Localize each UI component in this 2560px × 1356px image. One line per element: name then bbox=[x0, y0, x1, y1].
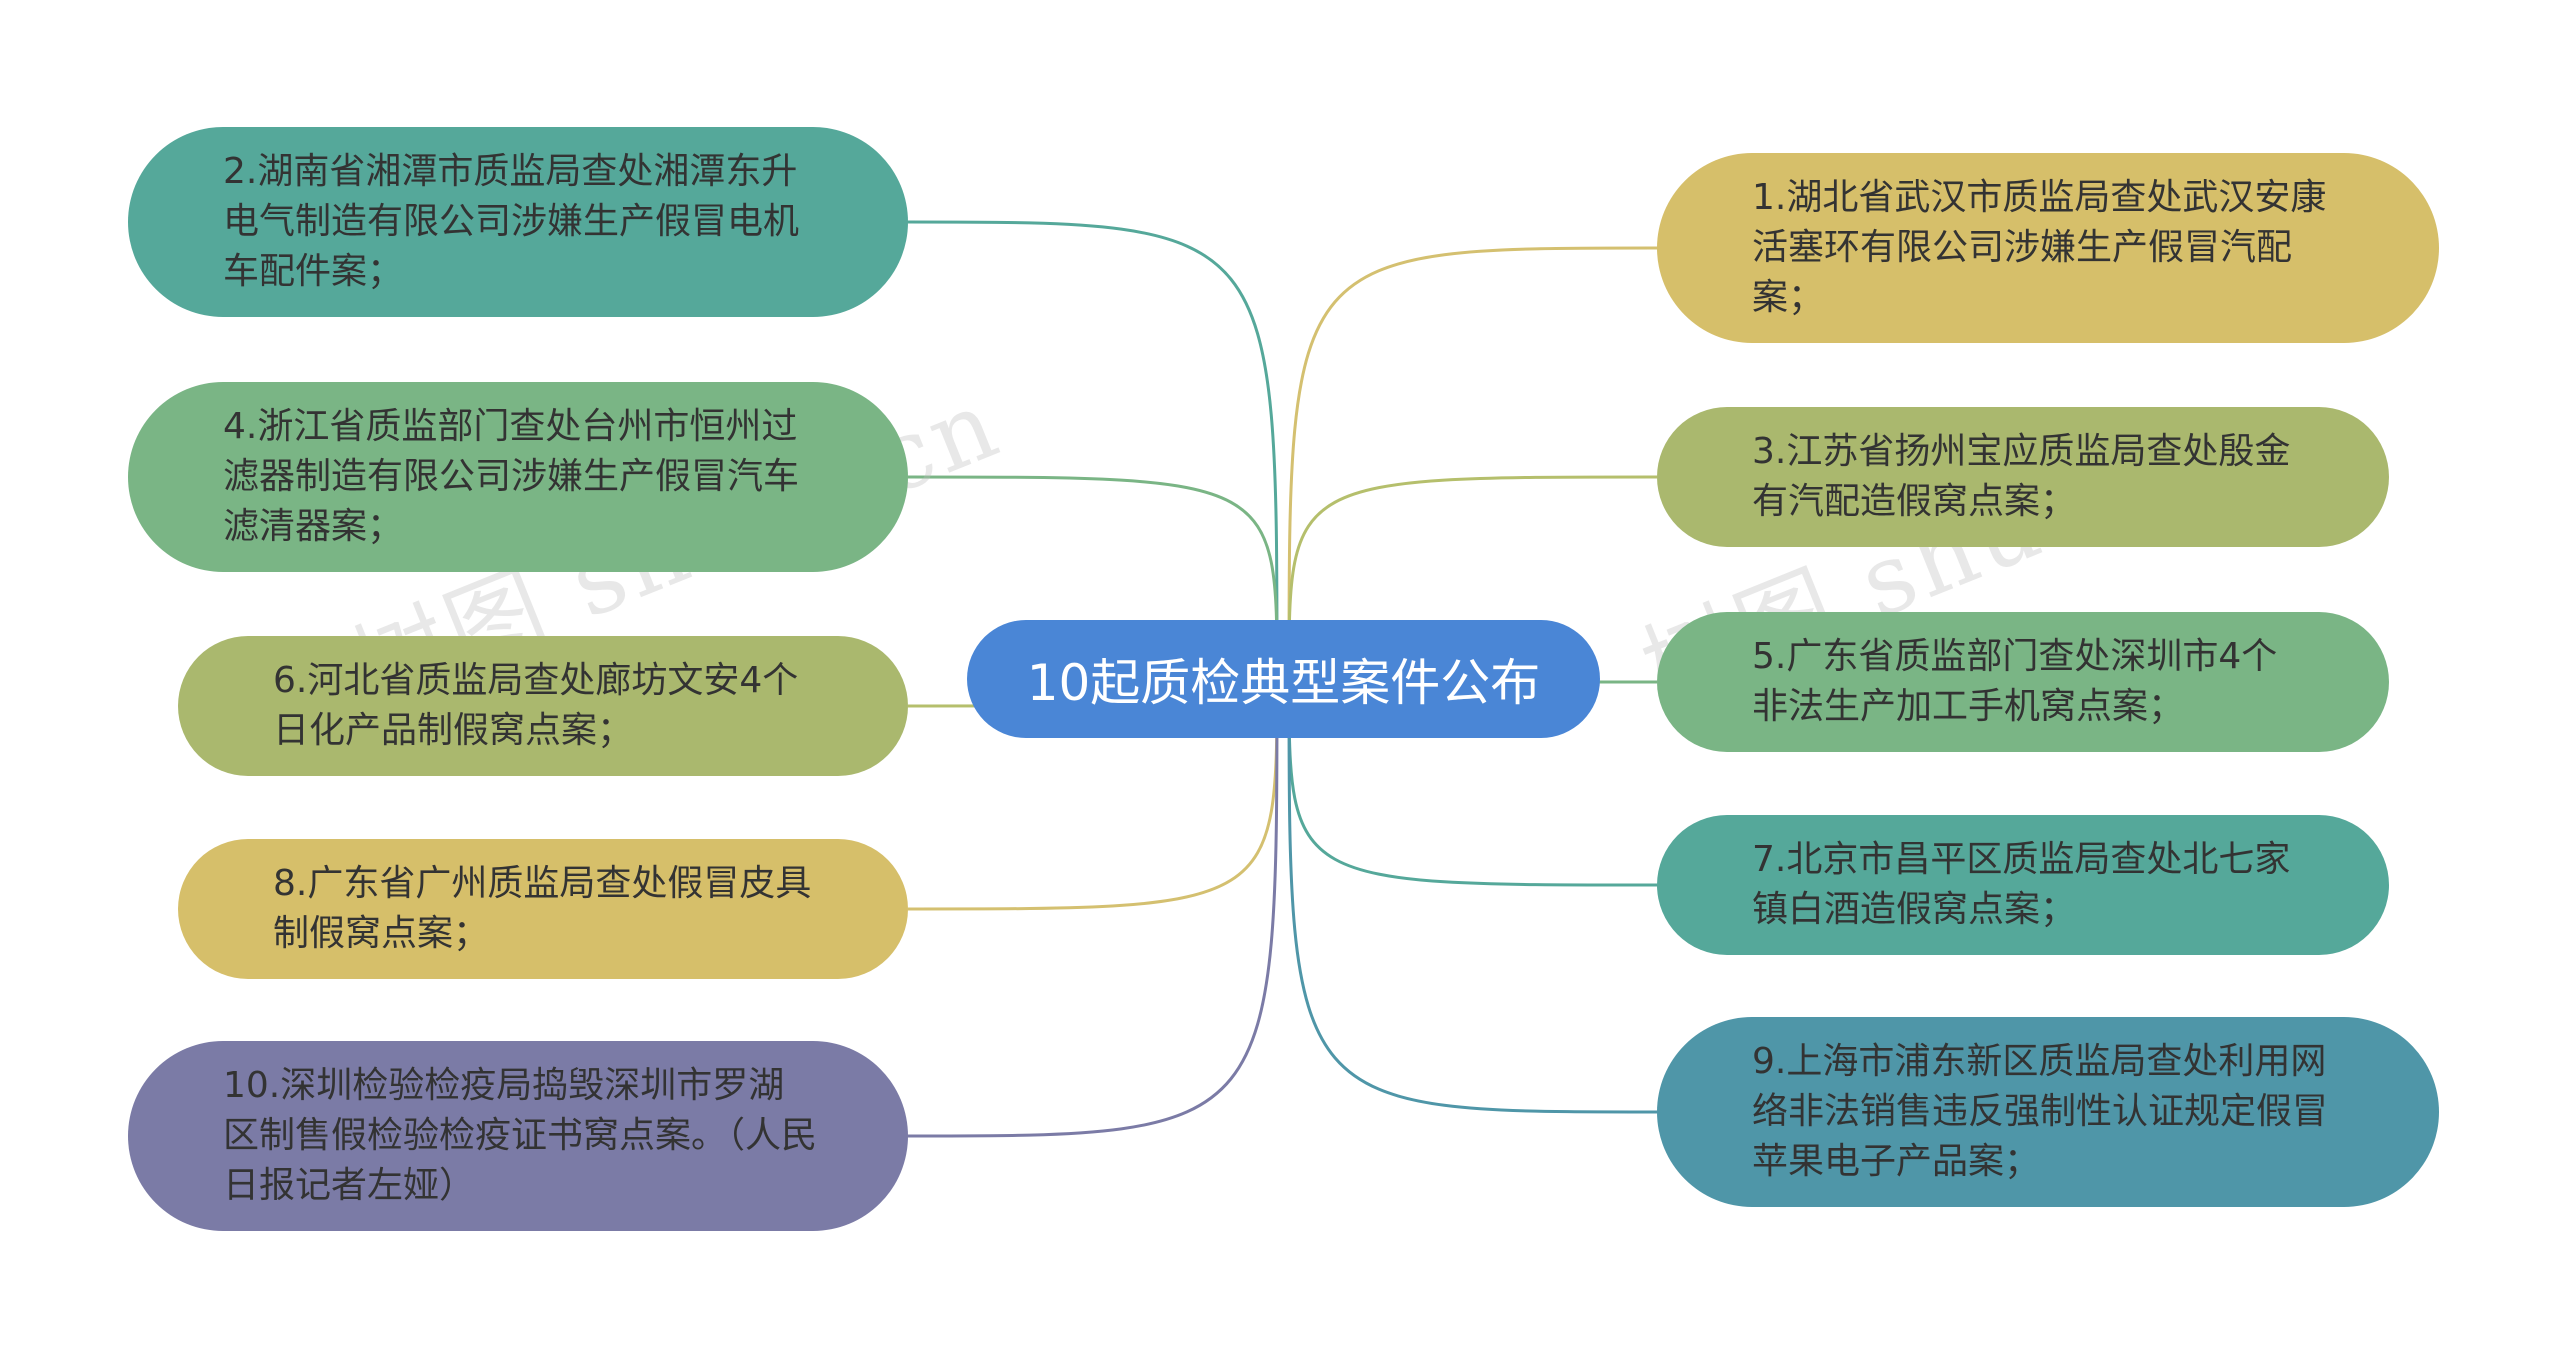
branch-topic-10[interactable]: 10.深圳检验检疫局捣毁深圳市罗湖区制售假检验检疫证书窝点案。（人民日报记者左娅… bbox=[128, 1041, 908, 1231]
branch-topic-7-label: 7.北京市昌平区质监局查处北七家镇白酒造假窝点案； bbox=[1752, 839, 2291, 930]
branch-topic-6[interactable]: 6.河北省质监局查处廊坊文安4个日化产品制假窝点案； bbox=[178, 636, 908, 776]
branch-topic-4[interactable]: 4.浙江省质监部门查处台州市恒州过滤器制造有限公司涉嫌生产假冒汽车滤清器案； bbox=[128, 382, 908, 572]
branch-topic-5-label: 5.广东省质监部门查处深圳市4个非法生产加工手机窝点案； bbox=[1752, 636, 2278, 727]
connector-n4 bbox=[907, 475, 1279, 680]
branch-topic-8[interactable]: 8.广东省广州质监局查处假冒皮具制假窝点案； bbox=[178, 839, 908, 979]
branch-topic-2-label: 2.湖南省湘潭市质监局查处湘潭东升电气制造有限公司涉嫌生产假冒电机车配件案； bbox=[223, 151, 800, 292]
branch-topic-9-label: 9.上海市浦东新区质监局查处利用网络非法销售违反强制性认证规定假冒苹果电子产品案… bbox=[1752, 1041, 2329, 1182]
branch-topic-4-label: 4.浙江省质监部门查处台州市恒州过滤器制造有限公司涉嫌生产假冒汽车滤清器案； bbox=[223, 406, 800, 547]
connector-n9 bbox=[1287, 678, 1658, 1114]
connector-n1 bbox=[1287, 246, 1658, 680]
branch-topic-1[interactable]: 1.湖北省武汉市质监局查处武汉安康活塞环有限公司涉嫌生产假冒汽配案； bbox=[1657, 153, 2439, 343]
connector-n10 bbox=[907, 678, 1279, 1138]
branch-topic-9[interactable]: 9.上海市浦东新区质监局查处利用网络非法销售违反强制性认证规定假冒苹果电子产品案… bbox=[1657, 1017, 2439, 1207]
branch-topic-6-label: 6.河北省质监局查处廊坊文安4个日化产品制假窝点案； bbox=[273, 660, 799, 751]
branch-topic-7[interactable]: 7.北京市昌平区质监局查处北七家镇白酒造假窝点案； bbox=[1657, 815, 2389, 955]
branch-topic-10-label: 10.深圳检验检疫局捣毁深圳市罗湖区制售假检验检疫证书窝点案。（人民日报记者左娅… bbox=[223, 1065, 818, 1206]
branch-topic-3-label: 3.江苏省扬州宝应质监局查处殷金有汽配造假窝点案； bbox=[1752, 431, 2291, 522]
branch-topic-2[interactable]: 2.湖南省湘潭市质监局查处湘潭东升电气制造有限公司涉嫌生产假冒电机车配件案； bbox=[128, 127, 908, 317]
connector-n2 bbox=[907, 220, 1279, 680]
root-topic-label: 10起质检典型案件公布 bbox=[1026, 654, 1541, 712]
branch-topic-8-label: 8.广东省广州质监局查处假冒皮具制假窝点案； bbox=[273, 863, 812, 954]
root-topic[interactable]: 10起质检典型案件公布 bbox=[967, 620, 1600, 738]
connector-n3 bbox=[1287, 475, 1658, 680]
branch-topic-1-label: 1.湖北省武汉市质监局查处武汉安康活塞环有限公司涉嫌生产假冒汽配案； bbox=[1752, 177, 2327, 318]
branch-topic-5[interactable]: 5.广东省质监部门查处深圳市4个非法生产加工手机窝点案； bbox=[1657, 612, 2389, 752]
branch-topic-3[interactable]: 3.江苏省扬州宝应质监局查处殷金有汽配造假窝点案； bbox=[1657, 407, 2389, 547]
